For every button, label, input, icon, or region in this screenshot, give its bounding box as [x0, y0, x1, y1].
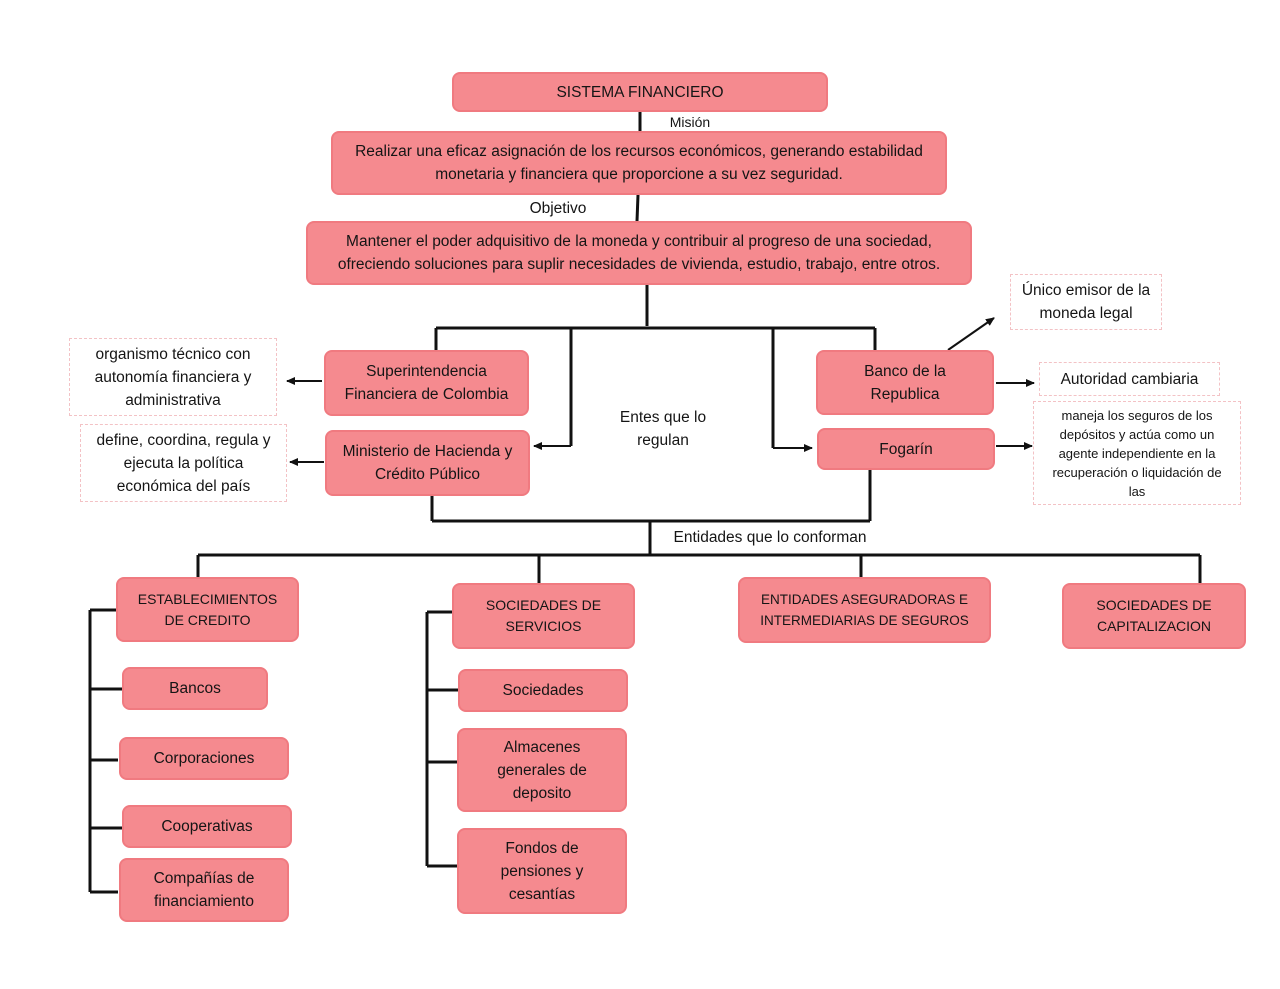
fogarin-box: Fogarín [817, 428, 995, 470]
establecimientos-credito-box: ESTABLECIMIENTOS DE CREDITO [116, 577, 299, 642]
banco-republica-box: Banco de la Republica [816, 350, 994, 415]
item-corporaciones: Corporaciones [119, 737, 289, 780]
entidades-label: Entidades que lo conforman [673, 529, 867, 546]
capitalizacion-box: SOCIEDADES DE CAPITALIZACION [1062, 583, 1246, 649]
mision-box: Realizar una eficaz asignación de los re… [331, 131, 947, 195]
objetivo-label: Objetivo [529, 200, 587, 217]
item-bancos: Bancos [122, 667, 268, 710]
banco-note-autoridad: Autoridad cambiaria [1039, 362, 1220, 396]
mision-label: Misión [669, 114, 711, 130]
item-cooperativas: Cooperativas [122, 805, 292, 848]
objetivo-box: Mantener el poder adquisitivo de la mone… [306, 221, 972, 285]
item-fondos-pensiones: Fondos de pensiones y cesantías [457, 828, 627, 914]
item-sociedades: Sociedades [458, 669, 628, 712]
item-almacenes-generales: Almacenes generales de deposito [457, 728, 627, 812]
aseguradoras-box: ENTIDADES ASEGURADORAS E INTERMEDIARIAS … [738, 577, 991, 643]
banco-note-emisor: Único emisor de la moneda legal [1010, 274, 1162, 330]
fogarin-note: maneja los seguros de los depósitos y ac… [1033, 401, 1241, 505]
entes-label: Entes que lo regulan [619, 409, 707, 449]
item-companias-financiamiento: Compañías de financiamiento [119, 858, 289, 922]
superintendencia-box: Superintendencia Financiera de Colombia [324, 350, 529, 416]
sistema-financiero-title: SISTEMA FINANCIERO [452, 72, 828, 112]
ministerio-note: define, coordina, regula y ejecuta la po… [80, 424, 287, 502]
ministerio-box: Ministerio de Hacienda y Crédito Público [325, 430, 530, 496]
superintendencia-note: organismo técnico con autonomía financie… [69, 338, 277, 416]
sociedades-servicios-box: SOCIEDADES DE SERVICIOS [452, 583, 635, 649]
